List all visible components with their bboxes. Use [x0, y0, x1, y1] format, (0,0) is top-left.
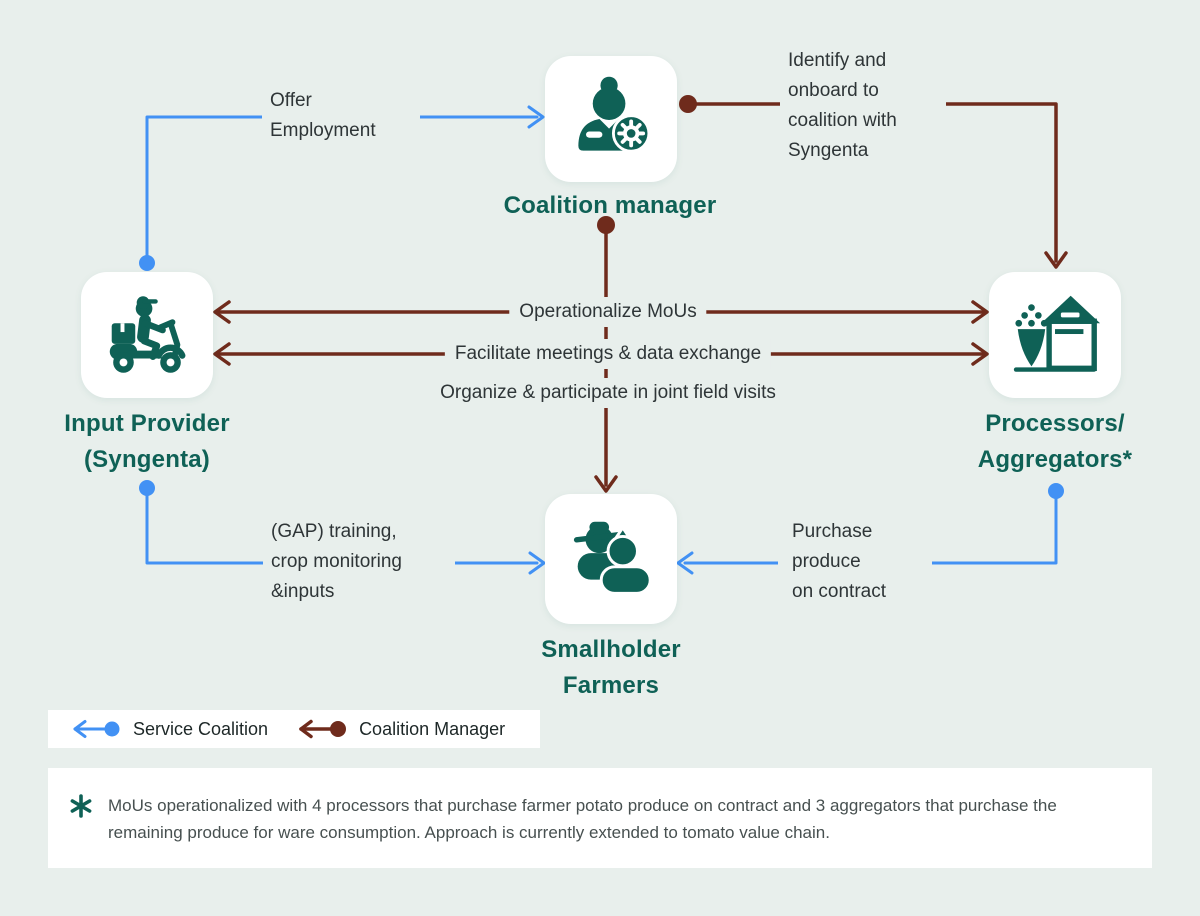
coalition-manager-arrow-icon — [299, 719, 347, 739]
purchase-produce-label: Purchase produce on contract — [778, 517, 932, 607]
farmers-icon — [573, 521, 652, 595]
processors-title: Processors/ Aggregators* — [977, 410, 1133, 473]
smallholder-farmers-title: Smallholder Farmers — [541, 636, 681, 699]
organize-label: Organize & participate in joint field vi… — [430, 378, 786, 408]
service-dot — [139, 480, 155, 496]
legend: Service Coalition Coalition Manager — [48, 710, 540, 748]
service-coalition-arrow-icon — [73, 720, 120, 738]
operationalize-label: Operationalize MoUs — [509, 297, 707, 327]
gap-training-label: (GAP) training, crop monitoring &inputs — [263, 517, 455, 607]
coalition-manager-icon — [578, 76, 651, 153]
legend-service-label: Service Coalition — [133, 718, 269, 739]
legend-item-service-coalition: Service Coalition — [70, 719, 268, 740]
service-dot — [1048, 483, 1064, 499]
coalition-manager-title: Coalition manager — [503, 192, 717, 219]
node-input-provider — [81, 272, 213, 398]
manager-dot — [679, 95, 697, 113]
node-smallholder-farmers — [545, 494, 677, 624]
asterisk-star-icon — [70, 794, 92, 818]
facilitate-label: Facilitate meetings & data exchange — [444, 339, 772, 369]
delivery-scooter-icon — [109, 296, 186, 373]
legend-item-coalition-manager: Coalition Manager — [296, 719, 505, 740]
node-coalition-manager — [545, 56, 677, 182]
offer-employment-label: Offer Employment — [262, 86, 420, 146]
identify-onboard-label: Identify and onboard to coalition with S… — [780, 46, 946, 166]
footnote: MoUs operationalized with 4 processors t… — [48, 768, 1152, 868]
service-dot — [139, 255, 155, 271]
node-processors — [989, 272, 1121, 398]
footnote-text: MoUs operationalized with 4 processors t… — [108, 796, 1057, 842]
legend-manager-label: Coalition Manager — [359, 718, 506, 739]
input-provider-title: Input Provider (Syngenta) — [64, 410, 230, 473]
warehouse-icon — [1013, 295, 1101, 372]
